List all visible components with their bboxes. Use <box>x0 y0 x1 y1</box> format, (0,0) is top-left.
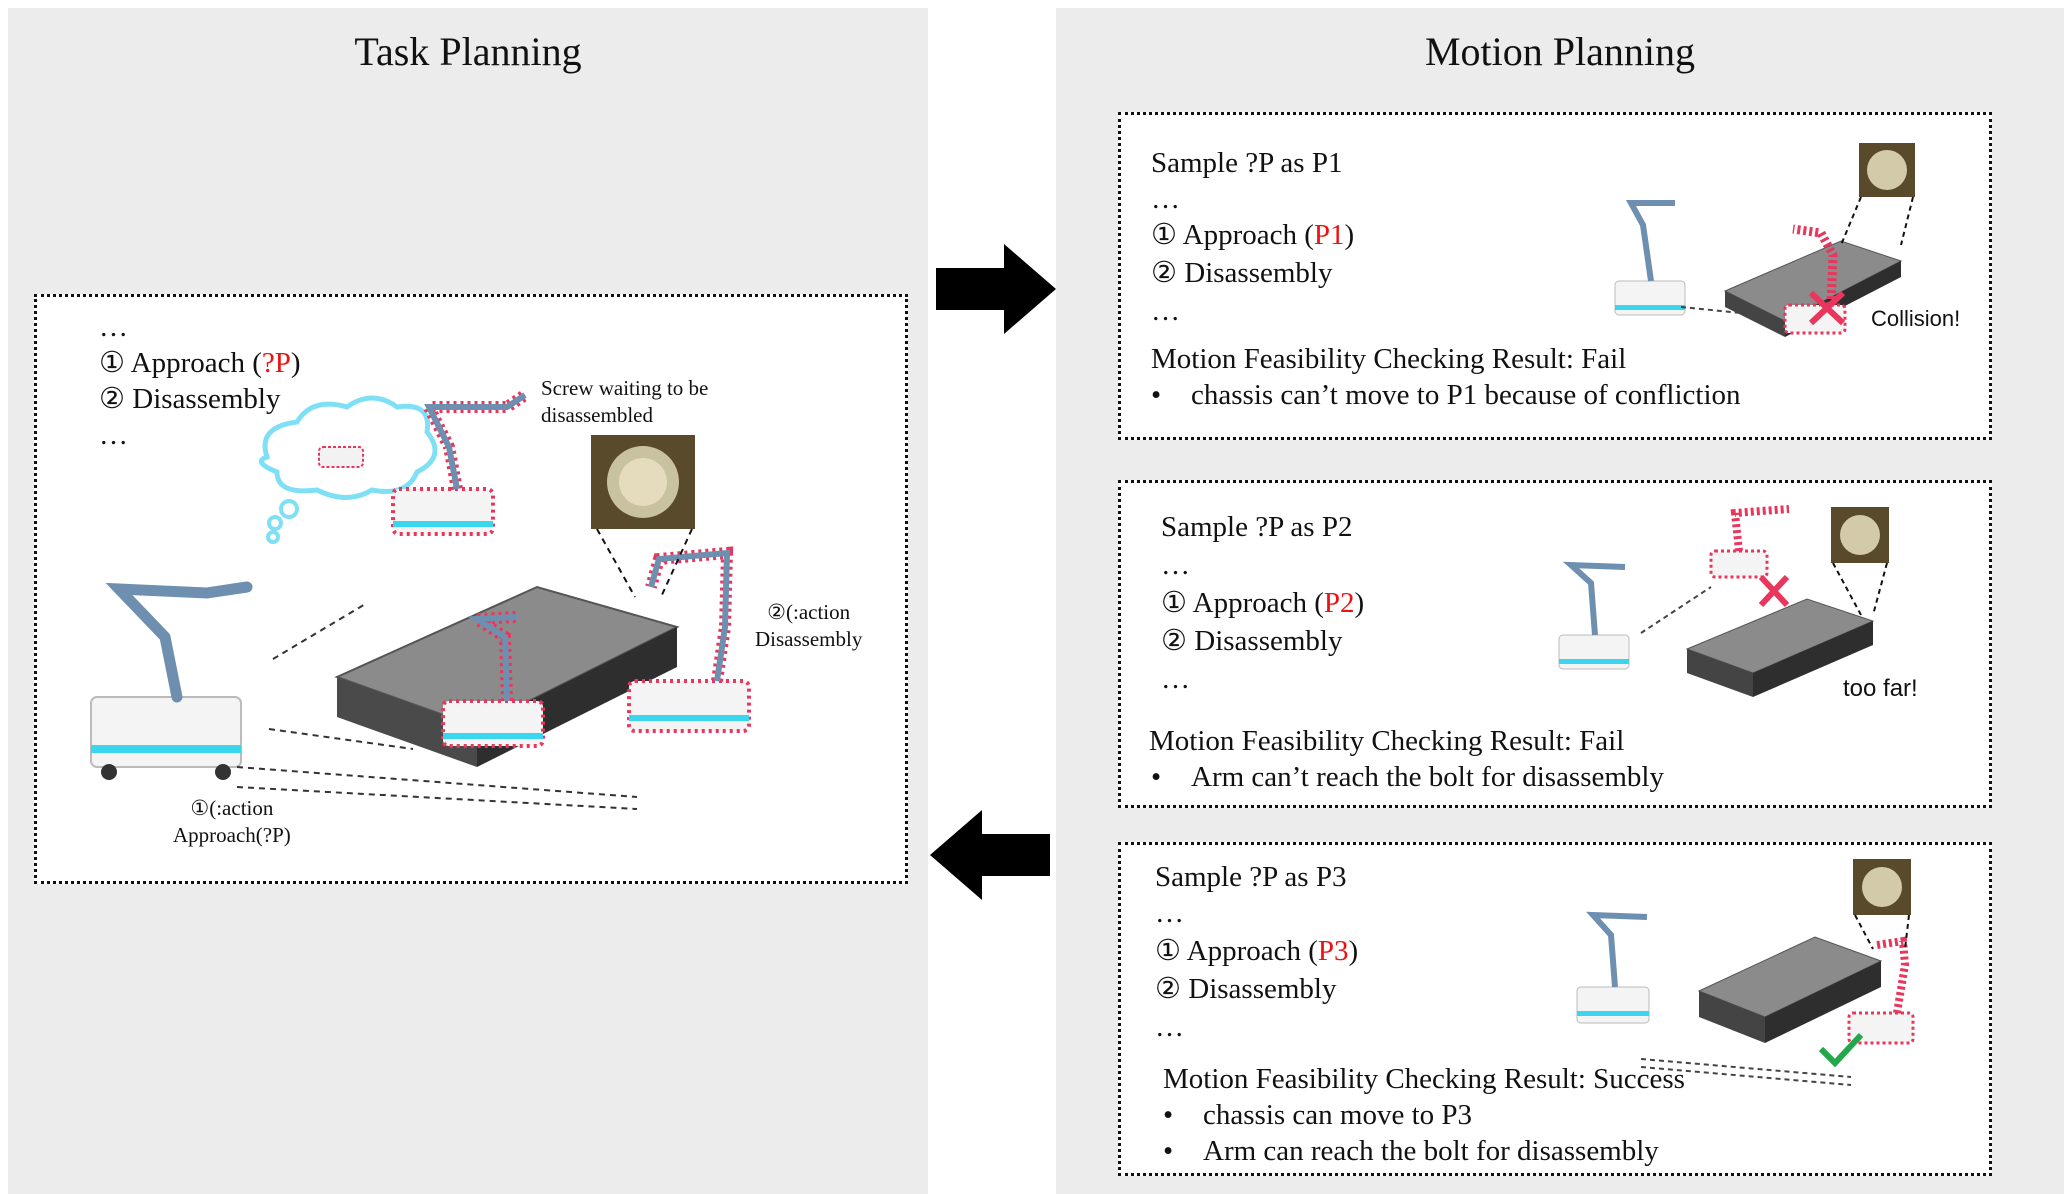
sample-p1-ellipsis-bottom: … <box>1151 295 1180 327</box>
sample-p1-callout: Collision! <box>1871 306 1961 331</box>
arrow-left <box>930 810 1050 900</box>
motion-planning-title: Motion Planning <box>1424 29 1696 74</box>
arrow-right <box>936 244 1056 334</box>
sample-p2-ellipsis-top: … <box>1161 549 1190 581</box>
sample-p2-box: Sample ?P as P2 … ① Approach (P2) ② Disa… <box>1118 480 1992 808</box>
screw-caption: Screw waiting to be disassembled <box>541 375 708 430</box>
candidate-robot-middle <box>441 611 545 748</box>
sample-p1-result: Motion Feasibility Checking Result: Fail <box>1151 343 1627 375</box>
action-approach-label: ①(:action Approach(?P) <box>173 795 291 850</box>
sample-p1-box: Sample ?P as P1 … ① Approach (P1) ② Disa… <box>1118 112 1992 440</box>
sample-p2-illustration <box>1558 505 1889 697</box>
plan-step-approach: ① Approach (?P) <box>99 349 301 378</box>
sample-p2-heading: Sample ?P as P2 <box>1161 511 1353 543</box>
sample-p3-ellipsis-top: … <box>1155 897 1184 929</box>
bullet-glyph: • <box>1151 761 1162 793</box>
sample-p1-heading: Sample ?P as P1 <box>1151 147 1343 179</box>
action-disassembly-line2: Disassembly <box>755 627 863 652</box>
plan-step-approach-param: ?P <box>261 347 291 379</box>
plan-step-approach-suffix: ) <box>290 347 301 379</box>
sample-p3-disassembly: ② Disassembly <box>1155 973 1337 1005</box>
sample-p1-ellipsis-top: … <box>1151 183 1180 215</box>
screw-caption-line2: disassembled <box>541 403 653 428</box>
task-plan-box: … ① Approach (?P) ② Disassembly … Screw … <box>34 294 908 884</box>
sample-p1-param: P1 <box>1313 219 1345 251</box>
sample-p1-illustration <box>1614 143 1915 337</box>
action-disassembly-line1: ②(:action <box>767 600 851 624</box>
sample-p3-illustration <box>1576 859 1915 1086</box>
thought-bubble <box>258 395 438 544</box>
sample-p2-approach-prefix: ① Approach ( <box>1161 587 1324 619</box>
task-scene-illustration <box>90 390 751 810</box>
bullet-glyph: • <box>1163 1135 1174 1167</box>
sample-p2-disassembly: ② Disassembly <box>1161 625 1343 657</box>
sample-p3-approach-suffix: ) <box>1348 935 1359 967</box>
sample-p2-callout: too far! <box>1843 675 1918 702</box>
bullet-glyph: • <box>1163 1099 1174 1131</box>
sample-p1-disassembly: ② Disassembly <box>1151 257 1333 289</box>
mobile-robot-main <box>90 581 253 780</box>
screw-caption-line1: Screw waiting to be <box>541 376 709 400</box>
plan-ellipsis-bottom: … <box>99 419 128 451</box>
sample-p3-box: Sample ?P as P3 … ① Approach (P3) ② Disa… <box>1118 842 1992 1176</box>
sample-p3-bullet-2-text: Arm can reach the bolt for disassembly <box>1203 1135 1659 1167</box>
sample-p1-approach-suffix: ) <box>1344 219 1355 251</box>
screw-zoom-inset <box>591 435 695 598</box>
sample-p3-param: P3 <box>1317 935 1349 967</box>
sample-p3-ellipsis-bottom: … <box>1155 1011 1184 1043</box>
sample-p2-bullet-1: • Arm can’t reach the bolt for disassembl… <box>1151 763 1664 792</box>
sample-p3-bullet-1-text: chassis can move to P3 <box>1203 1099 1473 1131</box>
sample-p3-result: Motion Feasibility Checking Result: Succ… <box>1163 1063 1685 1095</box>
bullet-glyph: • <box>1151 379 1162 411</box>
sample-p1-bullet-1: • chassis can’t move to P1 because of con… <box>1151 381 1741 410</box>
sample-p2-bullet-1-text: Arm can’t reach the bolt for disassembly <box>1191 761 1664 793</box>
sample-p1-approach-prefix: ① Approach ( <box>1151 219 1314 251</box>
motion-path-arrows <box>236 602 638 810</box>
task-planning-title: Task Planning <box>354 29 582 74</box>
plan-step-approach-prefix: ① Approach ( <box>99 347 262 379</box>
candidate-robot-right <box>627 546 751 733</box>
sample-p2-approach-suffix: ) <box>1354 587 1365 619</box>
plan-step-disassembly: ② Disassembly <box>99 383 281 415</box>
plan-ellipsis-top: … <box>99 311 128 343</box>
candidate-robot-top <box>391 390 529 536</box>
action-approach-line1: ①(:action <box>190 796 274 820</box>
sample-p3-approach: ① Approach (P3) <box>1155 937 1358 966</box>
sample-p3-bullet-1: • chassis can move to P3 <box>1163 1101 1472 1130</box>
sample-p2-ellipsis-bottom: … <box>1161 663 1190 695</box>
sample-p3-bullet-2: • Arm can reach the bolt for disassembly <box>1163 1137 1659 1166</box>
sample-p1-bullet-1-text: chassis can’t move to P1 because of conf… <box>1191 379 1741 411</box>
action-disassembly-label: ②(:action Disassembly <box>755 599 862 654</box>
sample-p2-param: P2 <box>1323 587 1355 619</box>
sample-p3-approach-prefix: ① Approach ( <box>1155 935 1318 967</box>
sample-p2-result: Motion Feasibility Checking Result: Fail <box>1149 725 1625 757</box>
sample-p1-approach: ① Approach (P1) <box>1151 221 1354 250</box>
sample-p2-approach: ① Approach (P2) <box>1161 589 1364 618</box>
sample-p3-heading: Sample ?P as P3 <box>1155 861 1347 893</box>
action-approach-line2: Approach(?P) <box>173 823 291 848</box>
